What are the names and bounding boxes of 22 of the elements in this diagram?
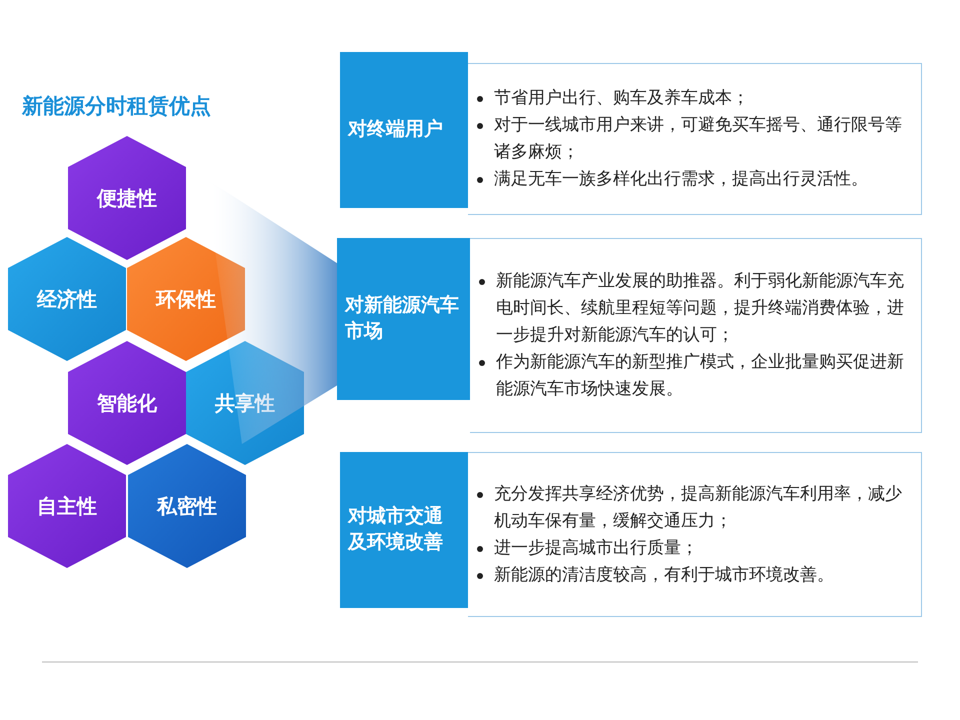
hexagon-label: 智能化 (97, 390, 157, 416)
content-card (468, 452, 922, 617)
bullet-text: 新能源的清洁度较高，有利于城市环境改善。 (494, 564, 834, 584)
bullet-text: 进一步提高城市出行质量； (494, 538, 698, 558)
category-header: 对新能源汽车市场 (337, 238, 470, 400)
category-header: 对城市交通及环境改善 (340, 452, 468, 608)
hexagon-label: 私密性 (157, 492, 217, 520)
hexagon-label: 便捷性 (97, 184, 157, 212)
content-card (470, 238, 922, 433)
bullet-text: 充分发挥共享经济优势，提高新能源汽车利用率，减少机动车保有量，缓解交通压力； (494, 484, 902, 530)
hexagon-label: 经济性 (37, 286, 97, 312)
bullet-text: 对于一线城市用户来讲，可避免买车摇号、通行限号等诸多麻烦； (494, 115, 902, 162)
hexagon-label: 共享性 (215, 390, 275, 416)
content-card (468, 63, 922, 215)
diagram-title: 新能源分时租赁优点 (22, 93, 211, 120)
hexagon-label: 环保性 (156, 286, 216, 312)
category-header: 对终端用户 (340, 52, 468, 208)
bullet-text: 新能源汽车产业发展的助推器。利于弱化新能源汽车充电时间长、续航里程短等问题，提升终端消费体验，进一步提升对新能源汽车的认可； (496, 271, 904, 345)
bullet-text: 满足无车一族多样化出行需求，提高出行灵活性。 (494, 169, 868, 189)
bullet-text: 节省用户出行、购车及养车成本； (494, 88, 749, 108)
hexagon-label: 自主性 (37, 492, 97, 520)
bullet-text: 作为新能源汽车的新型推广模式，企业批量购买促进新能源汽车市场快速发展。 (496, 352, 904, 399)
